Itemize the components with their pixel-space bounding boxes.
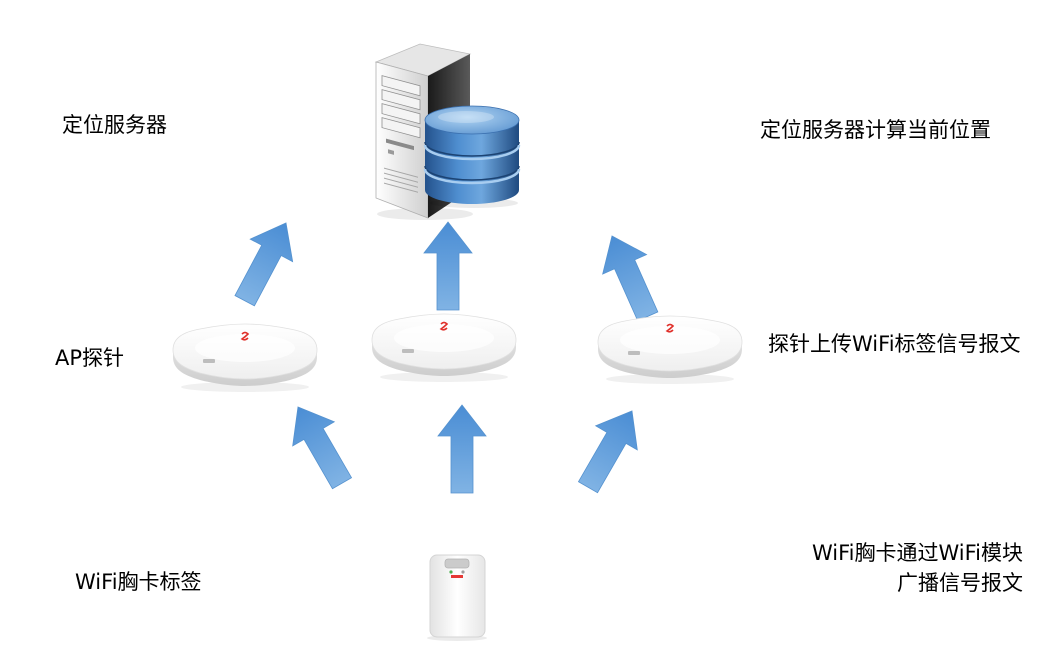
- database-highlight: [438, 111, 494, 123]
- ap-probe-2: [371, 313, 517, 383]
- drive-bay: [381, 103, 421, 125]
- wifi-badge-icon: [427, 554, 487, 641]
- badge-status-led: [461, 570, 465, 574]
- vent-line: [384, 167, 418, 178]
- disk-slot: [386, 138, 414, 151]
- database-rim: [424, 141, 520, 157]
- database-top: [424, 105, 520, 135]
- vent-line: [384, 182, 418, 193]
- drive-bay: [381, 117, 421, 139]
- wifi-badge-description: WiFi胸卡通过WiFi模块 广播信号报文: [812, 538, 1023, 598]
- wifi-badge-description-line-1: WiFi胸卡通过WiFi模块: [811, 541, 1023, 565]
- ap-probe-1: [172, 323, 318, 393]
- ap-probe-label: AP探针: [55, 346, 125, 370]
- drive-bay: [381, 75, 421, 97]
- ap-probe-3: [597, 315, 743, 385]
- wifi-badge-description-line-2: 广播信号报文: [897, 571, 1023, 595]
- arrow-tag-to-ap1: [276, 394, 364, 496]
- server-description: 定位服务器计算当前位置: [760, 118, 991, 142]
- arrow-ap2-to-server: [423, 221, 473, 311]
- vent-line: [384, 172, 418, 183]
- ap-probe-icon: [597, 315, 743, 385]
- badge-status-led: [449, 570, 453, 574]
- wifi-badge-label: WiFi胸卡标签: [75, 570, 202, 594]
- database-body: [425, 120, 519, 204]
- database-rim: [424, 165, 520, 181]
- badge-logo: [451, 575, 463, 578]
- ap-probe-icon: [371, 313, 517, 383]
- arrow-ap3-to-server: [589, 225, 671, 327]
- drive-bay: [381, 89, 421, 111]
- badge-lanyard-slot: [444, 558, 470, 569]
- server-drive-bays: [381, 75, 421, 193]
- vent-line: [384, 177, 418, 188]
- database-icon: [423, 105, 521, 208]
- arrow-ap1-to-server: [223, 211, 308, 313]
- database-rim: [423, 168, 521, 185]
- power-button: [388, 149, 394, 155]
- server-label: 定位服务器: [62, 113, 167, 137]
- ap-probe-description: 探针上传WiFi标签信号报文: [768, 332, 1021, 356]
- ap-probe-icon: [172, 323, 318, 393]
- arrow-tag-to-ap3: [566, 398, 654, 500]
- arrow-tag-to-ap2: [437, 404, 487, 494]
- badge-body: [429, 554, 486, 638]
- database-rim: [423, 144, 521, 161]
